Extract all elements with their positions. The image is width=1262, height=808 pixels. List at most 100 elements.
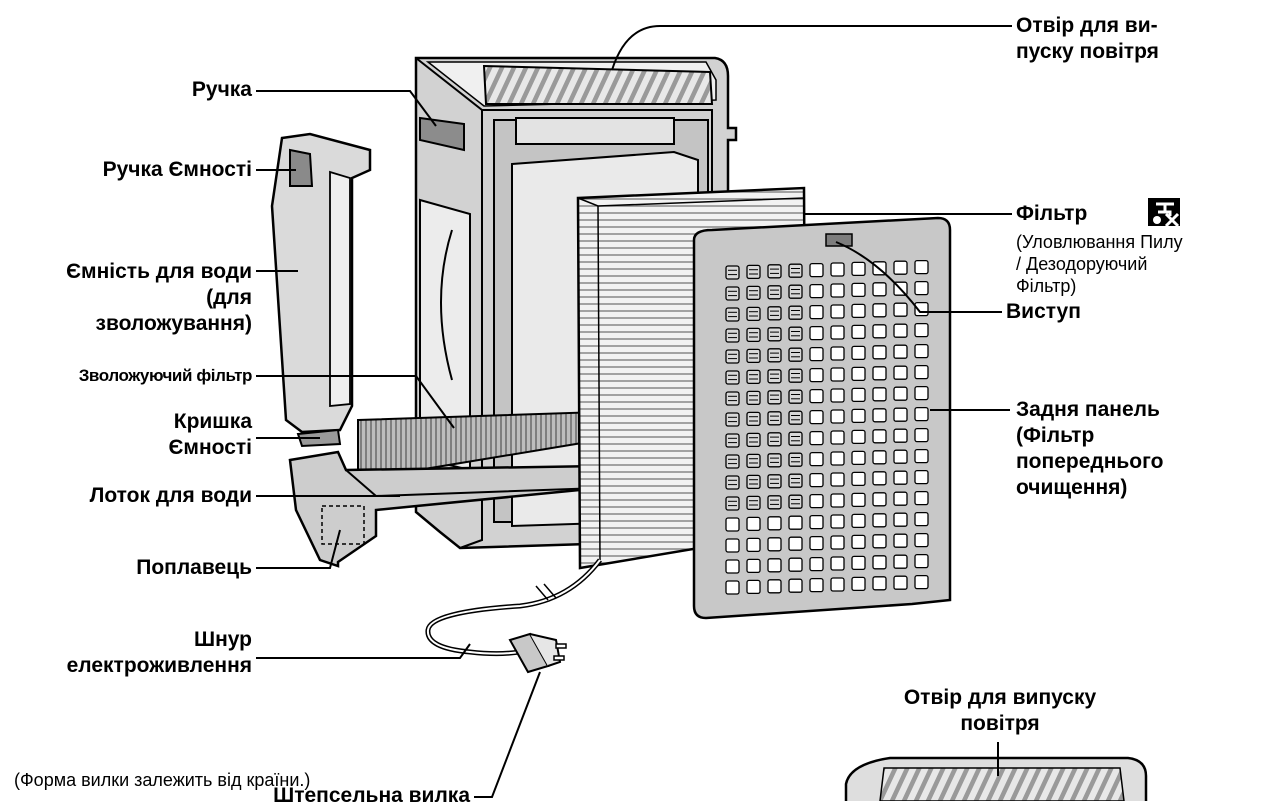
back-panel-holes [725,259,929,595]
panel-hole [851,366,866,382]
label-filter-sub-1: (Уловлювання Пилу [1016,232,1183,252]
panel-hole [746,432,761,448]
panel-hole [746,411,761,427]
label-water-tank-2: (для [206,286,252,309]
panel-hole [767,285,782,300]
panel-hole [788,284,803,299]
panel-hole [893,386,908,401]
panel-hole [809,346,824,362]
panel-hole [893,575,908,590]
panel-hole [851,282,866,298]
panel-hole [746,453,761,469]
panel-hole [746,369,761,385]
panel-hole [746,537,761,553]
panel-hole [788,263,803,278]
panel-hole [893,533,908,548]
panel-hole [872,513,887,528]
panel-hole [914,343,929,359]
panel-hole [725,391,740,406]
panel-hole [809,304,824,320]
panel-hole [872,450,887,465]
panel-hole [851,387,866,403]
water-tank-part [270,132,372,448]
panel-hole [809,367,824,383]
panel-hole [830,283,845,298]
panel-hole [725,433,740,448]
panel-hole [851,492,866,508]
panel-hole [725,580,740,595]
panel-hole [893,491,908,506]
panel-hole [746,474,761,490]
panel-hole [893,407,908,422]
panel-hole [914,532,929,548]
panel-hole [830,556,845,571]
panel-hole [914,385,929,401]
panel-hole [809,409,824,425]
panel-hole [725,496,740,511]
no-wash-filter-icon [1148,198,1180,228]
panel-hole [914,322,929,338]
panel-hole [851,324,866,340]
power-cord-part [425,558,602,674]
panel-hole [893,512,908,527]
label-water-tray: Лоток для води [89,484,252,507]
panel-hole [830,409,845,424]
panel-hole [788,578,803,593]
panel-hole [872,555,887,570]
panel-hole [767,474,782,489]
panel-hole [830,304,845,319]
label-air-outlet-top-1: Отвір для ви- [1016,14,1158,37]
panel-hole [809,451,824,467]
panel-hole [767,306,782,321]
panel-hole [830,514,845,529]
label-tank-cap-2: Ємності [168,436,252,459]
label-water-tank-3: зволожування) [95,312,253,335]
panel-hole [788,389,803,404]
panel-hole [851,576,866,592]
panel-hole [788,536,803,551]
panel-hole [725,517,740,532]
panel-hole [809,472,824,488]
label-tank-handle: Ручка Ємності [102,158,252,181]
panel-hole [872,303,887,318]
panel-hole [809,535,824,551]
panel-hole [893,449,908,464]
panel-hole [851,471,866,487]
panel-hole [914,280,929,296]
panel-hole [809,577,824,593]
panel-hole [746,390,761,406]
label-humidifying-filter: Зволожуючий фільтр [78,366,253,385]
panel-hole [893,323,908,338]
panel-hole [788,494,803,509]
panel-hole [746,264,761,280]
panel-hole [767,390,782,405]
panel-hole [788,515,803,530]
panel-hole [851,450,866,466]
panel-hole [809,262,824,278]
panel-hole [746,558,761,574]
panel-hole [767,327,782,342]
leader-lines [256,25,1012,798]
panel-hole [914,427,929,443]
panel-hole [725,286,740,301]
label-water-tank-1: Ємність для води [66,260,252,283]
panel-hole [809,493,824,509]
panel-hole [788,431,803,446]
panel-hole [725,328,740,343]
panel-hole [914,511,929,527]
panel-hole [872,492,887,507]
panel-hole [725,307,740,322]
panel-hole [872,429,887,444]
panel-hole [914,553,929,569]
panel-hole [872,282,887,297]
label-air-outlet-bottom-2: повітря [960,712,1040,735]
panel-hole [746,348,761,364]
label-plug-note: (Форма вилки залежить від країни.) [14,770,311,790]
panel-hole [872,408,887,423]
panel-hole [851,429,866,445]
label-back-panel-2: (Фільтр [1016,424,1095,447]
panel-hole [788,368,803,383]
panel-hole [746,579,761,595]
label-power-cord-2: електроживлення [66,654,252,677]
